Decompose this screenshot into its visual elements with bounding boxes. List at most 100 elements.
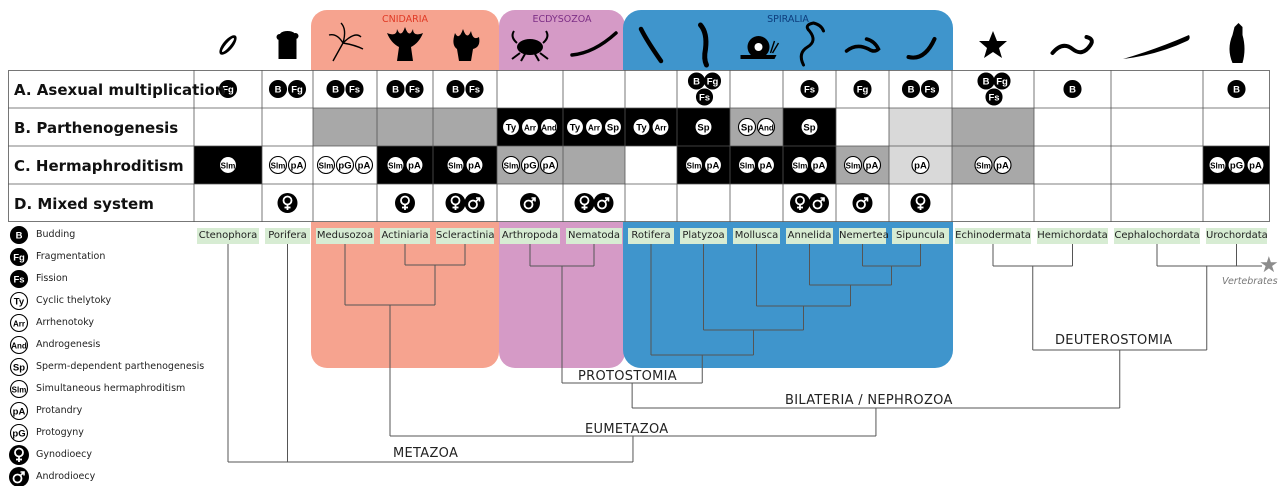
legend-label: Cyclic thelytoky: [36, 295, 112, 306]
sp-badge: Sp: [9, 357, 29, 377]
fg-badge: Fg: [287, 79, 307, 99]
svg-text:pG: pG: [523, 160, 536, 171]
hermaphroditism-cell: [1034, 146, 1111, 184]
vertebrates-label: Vertebrates: [1222, 276, 1278, 287]
male-badge: [809, 193, 829, 213]
fs-badge: Fs: [985, 88, 1003, 106]
taxon-label: Hemichordata: [1037, 228, 1108, 244]
slm-badge: Slm: [9, 379, 29, 399]
sponge-silhouette: [276, 31, 299, 59]
taxon-label: Scleractinia: [436, 228, 494, 244]
b-badge: B: [901, 79, 921, 99]
svg-text:pA: pA: [866, 160, 879, 171]
svg-text:pA: pA: [543, 160, 556, 171]
svg-text:Arr: Arr: [588, 123, 600, 132]
fs-badge: Fs: [465, 79, 484, 99]
fg-badge: Fg: [703, 72, 722, 90]
male-badge: [593, 193, 614, 213]
taxon-label: Nematoda: [566, 228, 622, 244]
pa-badge: pA: [405, 155, 424, 175]
fg-badge: Fg: [9, 247, 29, 267]
legend-label: Arrhenotoky: [36, 317, 94, 328]
table-grid: [8, 70, 1270, 222]
cnidaria-title: CNIDARIA: [381, 14, 429, 25]
svg-text:Slm: Slm: [221, 161, 236, 170]
svg-text:pA: pA: [707, 160, 720, 171]
female-badge: [445, 193, 466, 213]
legend-label: Budding: [36, 229, 76, 240]
svg-text:Fs: Fs: [409, 84, 420, 95]
taxon-label: Ctenophora: [197, 228, 259, 244]
legend-symbol: Sp: [9, 357, 29, 377]
svg-text:Fg: Fg: [857, 84, 869, 95]
sp-badge: Sp: [603, 117, 623, 137]
arr-badge: Arr: [9, 313, 29, 333]
arr-badge: Arr: [584, 117, 604, 137]
svg-text:And: And: [541, 123, 557, 132]
svg-text:Slm: Slm: [1210, 161, 1225, 170]
svg-text:Fs: Fs: [469, 84, 480, 95]
pa-badge: pA: [354, 155, 374, 175]
svg-text:pA: pA: [813, 160, 826, 171]
hermaphroditism-cell: [952, 146, 1034, 184]
taxon-label: Cephalochordata: [1114, 228, 1200, 244]
slm-badge: Slm: [501, 155, 521, 175]
parthenogenesis-cell: [433, 108, 497, 146]
pa-badge: pA: [911, 155, 930, 175]
taxon-label: Annelida: [786, 228, 833, 244]
crab-silhouette: [511, 30, 549, 62]
acorn-worm-silhouette: [1050, 35, 1094, 55]
row-label-b: B. Parthenogenesis: [14, 119, 179, 137]
svg-text:pA: pA: [914, 160, 927, 171]
legend-symbol: Ty: [9, 291, 29, 311]
female-badge: [910, 193, 931, 213]
rotifer-silhouette: [638, 26, 664, 64]
arr-badge: Arr: [520, 117, 540, 137]
male-badge: [852, 193, 873, 213]
svg-text:Slm: Slm: [388, 161, 403, 170]
svg-text:pA: pA: [358, 160, 371, 171]
deuterostomia-label: DEUTEROSTOMIA: [1055, 333, 1173, 348]
and-badge: And: [9, 335, 29, 355]
svg-text:Fs: Fs: [349, 84, 360, 95]
pa-badge: pA: [862, 155, 882, 175]
svg-text:Ty: Ty: [506, 122, 517, 133]
svg-text:Sp: Sp: [741, 122, 753, 133]
parthenogenesis-cell: [377, 108, 433, 146]
svg-text:Slm: Slm: [271, 161, 286, 170]
legend-label: Protogyny: [36, 427, 84, 438]
parthenogenesis-cell: [194, 108, 262, 146]
legend-symbol: Slm: [9, 379, 29, 399]
female-badge: [9, 445, 29, 465]
taxon-label: Urochordata: [1206, 228, 1268, 244]
pa-badge: pA: [465, 155, 484, 175]
slm-badge: Slm: [974, 155, 993, 175]
svg-text:pA: pA: [468, 160, 481, 171]
fs-badge: Fs: [695, 88, 714, 106]
hermaphroditism-cell: [625, 146, 677, 184]
tree-branches: [227, 244, 1262, 463]
pg-badge: pG: [520, 155, 540, 175]
eumetazoa-label: EUMETAZOA: [585, 422, 669, 437]
legend-symbol: pG: [9, 423, 29, 443]
pg-badge: pG: [9, 423, 29, 443]
svg-text:pG: pG: [338, 160, 351, 171]
b-badge: B: [9, 225, 29, 245]
slm-badge: Slm: [790, 155, 810, 175]
svg-text:B: B: [332, 84, 339, 95]
bilateria-label: BILATERIA / NEPHROZOA: [785, 393, 953, 408]
slm-badge: Slm: [1208, 155, 1227, 175]
svg-text:pA: pA: [408, 160, 421, 171]
annelid-silhouette: [799, 21, 825, 67]
star-icon: ★: [1259, 252, 1279, 277]
pa-badge: pA: [993, 155, 1012, 175]
male-badge: [520, 193, 540, 213]
legend-symbol: B: [9, 225, 29, 245]
hermaphroditism-cell: [1111, 146, 1203, 184]
svg-text:B: B: [908, 84, 915, 95]
pa-badge: pA: [1246, 155, 1265, 175]
ctenophore-silhouette: [219, 35, 237, 55]
fg-badge: Fg: [218, 79, 238, 99]
